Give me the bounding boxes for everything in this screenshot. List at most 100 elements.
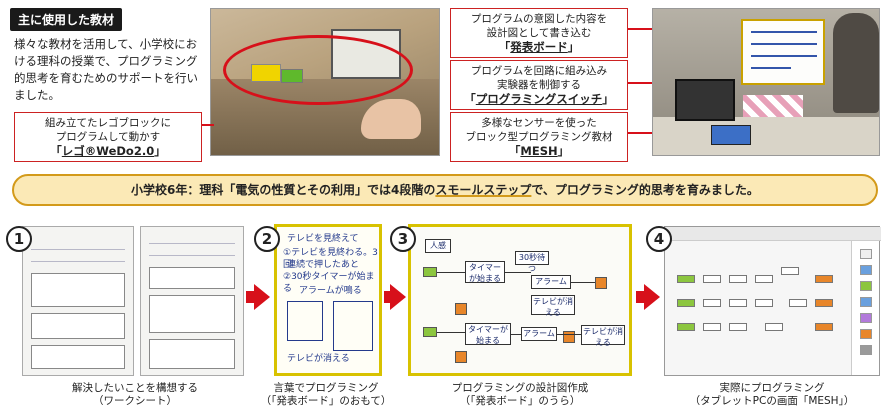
mesh-block bbox=[789, 299, 807, 307]
material-name: 「MESH」 bbox=[455, 144, 623, 158]
worksheet-image-1 bbox=[22, 226, 134, 376]
material-callout-lego: 組み立てたレゴブロックに プログラムして動かす 「レゴ®WeDo2.0」 bbox=[14, 112, 202, 162]
step-arrow-icon bbox=[390, 284, 406, 310]
bracket-open: 「 bbox=[50, 144, 62, 158]
material-name-text: 発表ボード bbox=[510, 40, 568, 54]
scribble-line bbox=[751, 43, 817, 45]
material-name: 「レゴ®WeDo2.0」 bbox=[19, 144, 197, 158]
board-front-image: テレビを見終えて ①テレビを見終わる。3回 連続で押したあと ②30秒タイマーが… bbox=[274, 224, 382, 376]
diagram-link bbox=[557, 334, 581, 335]
step-arrow-icon bbox=[644, 284, 660, 310]
sheet-box bbox=[31, 345, 125, 369]
mesh-block bbox=[815, 299, 833, 307]
caption-line2: （ワークシート） bbox=[93, 395, 177, 407]
mesh-block bbox=[781, 267, 799, 275]
diagram-link bbox=[505, 272, 531, 273]
scribble-line bbox=[751, 31, 817, 33]
board-line: テレビを見終えて bbox=[287, 234, 359, 244]
bracket-open: 「 bbox=[508, 144, 521, 158]
board-line: 連続で押したあと bbox=[287, 260, 360, 270]
block-green bbox=[423, 267, 437, 277]
caption-line2: （「発表ボード」のうら） bbox=[459, 395, 581, 407]
board-box bbox=[333, 301, 373, 351]
scribble-line bbox=[751, 55, 817, 57]
board-line: アラームが鳴る bbox=[299, 286, 362, 296]
cloth-shape bbox=[743, 95, 803, 117]
board-line: ②30秒タイマーが始まる bbox=[283, 272, 375, 294]
bracket-close: 」 bbox=[602, 92, 614, 106]
block-green bbox=[423, 327, 437, 337]
mesh-block bbox=[677, 323, 695, 331]
diagram-node: アラーム bbox=[521, 327, 557, 341]
bracket-close: 」 bbox=[567, 40, 580, 54]
sheet-line bbox=[149, 243, 235, 244]
mesh-block bbox=[677, 275, 695, 283]
sidebar-tile bbox=[860, 329, 872, 339]
material-desc-line1: プログラムの意図した内容を bbox=[470, 13, 608, 25]
sidebar-tile bbox=[860, 281, 872, 291]
sidebar-tile bbox=[860, 265, 872, 275]
step-number-4: 4 bbox=[646, 226, 672, 252]
step-banner: 小学校6年：理科「電気の性質とその利用」では4段階のスモールステップで、プログラ… bbox=[12, 174, 878, 206]
sheet-line bbox=[149, 255, 235, 256]
step-caption-1: 解決したいことを構想する （ワークシート） bbox=[40, 382, 230, 408]
material-name-text: MESH bbox=[520, 144, 558, 158]
arrow-tail bbox=[384, 291, 390, 303]
sheet-box bbox=[149, 267, 235, 289]
mesh-block bbox=[815, 323, 833, 331]
banner-text-before: 小学校6年：理科「電気の性質とその利用」では4段階の bbox=[131, 183, 436, 197]
connector-line bbox=[628, 82, 668, 84]
sheet-line bbox=[31, 261, 125, 262]
caption-line2: （タブレットPCの画面「MESH」） bbox=[689, 395, 855, 407]
sidebar-tile bbox=[860, 249, 872, 259]
step-arrow-icon bbox=[254, 284, 270, 310]
diagram-node: 人感 bbox=[425, 239, 451, 253]
board-line: ①テレビを見終わる。3回 bbox=[283, 248, 378, 270]
arrow-tail bbox=[246, 291, 254, 303]
material-desc-line2: ブロック型プログラミング教材 bbox=[465, 131, 613, 143]
bracket-open: 「 bbox=[464, 92, 476, 106]
section-title: 主に使用した教材 bbox=[10, 8, 123, 31]
student-shape bbox=[833, 13, 879, 113]
block-orange bbox=[563, 331, 575, 343]
tablet-sidebar bbox=[851, 241, 879, 375]
mesh-block bbox=[729, 275, 747, 283]
mesh-block bbox=[703, 299, 721, 307]
diagram-node: 30秒待つ bbox=[515, 251, 549, 273]
block-orange bbox=[455, 303, 467, 315]
diagram-link bbox=[571, 282, 595, 283]
sheet-box bbox=[31, 273, 125, 307]
material-desc-line2: プログラムして動かす bbox=[55, 131, 161, 143]
sheet-box bbox=[149, 295, 235, 333]
step-caption-4: 実際にプログラミング （タブレットPCの画面「MESH」） bbox=[664, 382, 880, 408]
mesh-block bbox=[755, 275, 773, 283]
sidebar-tile bbox=[860, 297, 872, 307]
caption-line1: 解決したいことを構想する bbox=[72, 382, 198, 394]
mesh-block bbox=[815, 275, 833, 283]
mesh-tablet-screen bbox=[664, 226, 881, 376]
step-number-3: 3 bbox=[390, 226, 416, 252]
material-callout-switch: プログラムを回路に組み込み 実験器を制御する 「プログラミングスイッチ」 bbox=[450, 60, 628, 110]
hand-shape bbox=[361, 99, 421, 139]
whiteboard-shape bbox=[741, 19, 825, 85]
caption-line2: （「発表ボード」のおもて） bbox=[260, 395, 392, 407]
bracket-close: 」 bbox=[154, 144, 166, 158]
intro-text: 様々な教材を活用して、小学校における理科の授業で、プログラミング的思考を育むため… bbox=[14, 37, 198, 102]
banner-text-after: で、プログラミング的思考を育みました。 bbox=[531, 183, 759, 197]
tablet-top-bar bbox=[665, 227, 881, 241]
arrow-tail bbox=[636, 291, 644, 303]
material-name-text: レゴ®WeDo2.0 bbox=[61, 144, 155, 158]
scribble-line bbox=[751, 67, 791, 69]
mesh-block bbox=[729, 323, 747, 331]
sheet-box bbox=[31, 313, 125, 339]
caption-line1: プログラミングの設計図作成 bbox=[451, 382, 589, 394]
material-name-text: プログラミングスイッチ bbox=[475, 92, 603, 106]
block-orange bbox=[595, 277, 607, 289]
mesh-block bbox=[677, 299, 695, 307]
material-desc-line1: 組み立てたレゴブロックに bbox=[45, 117, 171, 129]
mesh-block bbox=[755, 299, 773, 307]
step-caption-2: 言葉でプログラミング （「発表ボード」のおもて） bbox=[250, 382, 402, 408]
caption-line1: 言葉でプログラミング bbox=[273, 382, 379, 394]
banner-highlight: スモールステップ bbox=[435, 183, 532, 197]
connector-line bbox=[202, 124, 214, 126]
